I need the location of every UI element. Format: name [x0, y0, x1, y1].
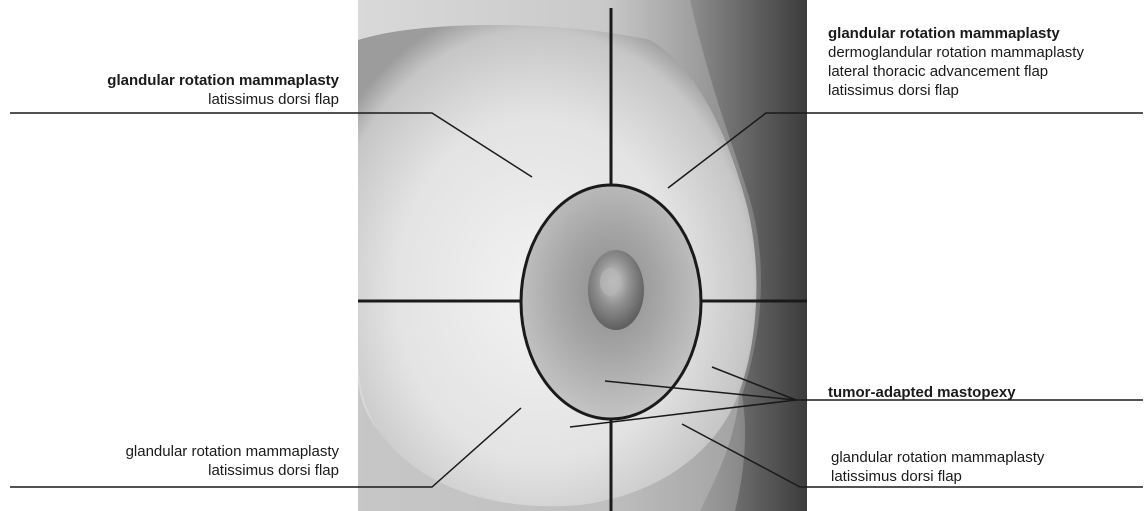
photo-region: [358, 0, 807, 511]
label-lower-outer-line-2: latissimus dorsi flap: [126, 461, 339, 480]
label-upper-outer-title: glandular rotation mammaplasty: [107, 71, 339, 90]
label-upper-inner-title: glandular rotation mammaplasty: [828, 24, 1084, 43]
label-upper-outer: glandular rotation mammaplasty latissimu…: [107, 71, 339, 109]
label-central-lower: tumor-adapted mastopexy: [828, 383, 1016, 402]
label-lower-outer-line-1: glandular rotation mammaplasty: [126, 442, 339, 461]
label-upper-inner-line-3: latissimus dorsi flap: [828, 81, 1084, 100]
label-lower-inner-line-2: latissimus dorsi flap: [831, 467, 1044, 486]
label-lower-inner: glandular rotation mammaplasty latissimu…: [831, 448, 1044, 486]
label-lower-inner-line-1: glandular rotation mammaplasty: [831, 448, 1044, 467]
label-lower-outer: glandular rotation mammaplasty latissimu…: [126, 442, 339, 480]
label-upper-inner-line-1: dermoglandular rotation mammaplasty: [828, 43, 1084, 62]
label-upper-inner-line-2: lateral thoracic advancement flap: [828, 62, 1084, 81]
label-central-lower-title: tumor-adapted mastopexy: [828, 383, 1016, 402]
nipple-highlight: [600, 268, 620, 296]
label-upper-outer-line-1: latissimus dorsi flap: [107, 90, 339, 109]
label-upper-inner: glandular rotation mammaplasty dermoglan…: [828, 24, 1084, 100]
